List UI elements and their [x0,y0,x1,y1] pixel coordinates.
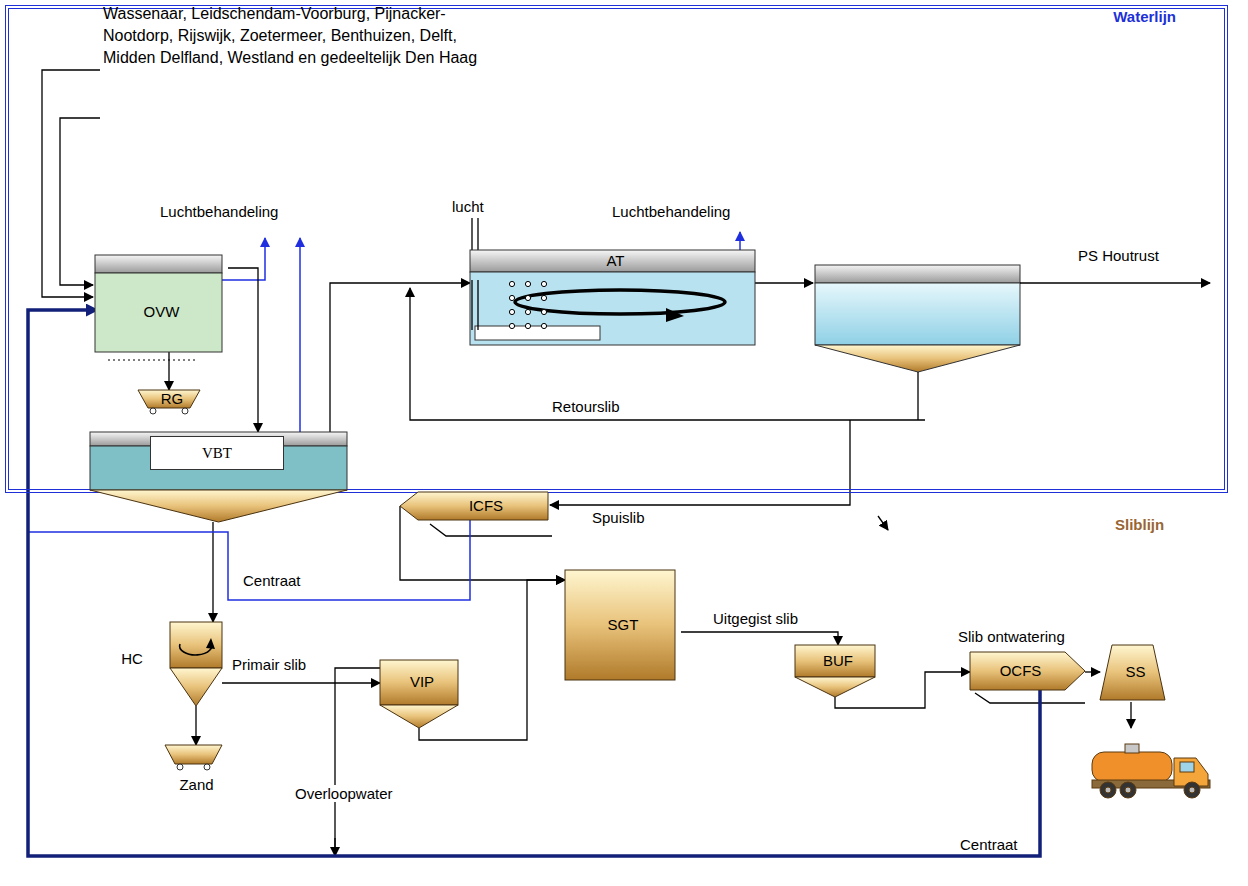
node-label: ICFS [418,492,554,520]
air-pipes-part [471,218,472,250]
source-list: Wassenaar, Leidschendam-Voorburg, Pijnac… [103,3,501,69]
water-lines-part [755,282,813,283]
container: Zand [165,745,222,770]
flow-connector [330,283,470,432]
flow-connector [222,682,380,683]
water-lines-part [878,516,888,530]
tanker-truck-part [1189,787,1195,793]
water-lines [335,283,1210,856]
flow-label: lucht [452,198,484,215]
clarifier-part [815,265,1020,283]
tanker-truck-part [1120,782,1136,798]
air-pipes-part [477,218,478,250]
inflow-lines [42,70,100,297]
flow-label: Primair slib [232,656,306,673]
clarifier-part [815,283,1020,345]
node-label: OVW [95,273,228,352]
waterline-band: WaterlijnOVW RG VBT AT [5,5,1228,493]
clarifier [815,265,1020,372]
node-label: VIP [380,660,464,705]
clarifier-part [815,345,1020,372]
flow-connector [212,522,213,622]
tanker-truck-part [1105,787,1111,793]
water-lines-part [430,524,552,536]
tanker-truck-part [1125,744,1139,753]
air-treatment-lines-part [299,238,301,432]
tank: OVW [95,255,228,352]
node-label: AT [470,250,761,272]
flow-connector [168,352,169,390]
centrifuge: OCFS [970,652,1085,690]
node-label: OCFS [970,652,1071,690]
flow-connector [28,310,1040,856]
flow-connector [228,268,258,432]
tanker-truck-part [1092,752,1172,782]
aeration-tank: AT [470,250,761,345]
flow-connector [28,310,470,600]
screen-dotted-line [108,360,198,361]
buffer-tank: BUF [795,645,881,697]
tanker-truck-part [1184,782,1200,798]
node-label: RG [138,390,206,408]
node-outline [170,622,222,706]
water-lines-part [1020,282,1210,283]
water-lines-part [917,372,918,420]
sludge-silo: SS [1100,645,1171,700]
flow-label: Spuislib [592,509,645,526]
node-label: SGT [565,570,681,680]
flow-label: Overloopwater [293,785,395,802]
flow-label: Slib ontwatering [958,628,1065,645]
tanker-truck-part [1180,762,1194,772]
inflow-lines-part [60,118,100,285]
node-outline [165,745,222,770]
tanker-truck-part [1100,782,1116,798]
node-label: HC [104,648,160,670]
node-label: Zand [155,775,238,795]
air-treatment-lines-part [739,232,741,250]
node-label: SS [1100,645,1171,700]
air-pipes [472,218,478,250]
region-title: Waterlijn [1109,9,1180,26]
flow-label: Retourslib [552,398,620,415]
tanker-truck-part [1125,787,1131,793]
flow-label: Luchtbehandeling [160,203,278,220]
node-outline [380,660,458,728]
node-label: VBT [150,436,284,470]
hydrocyclone: HC [170,622,222,706]
digester: SGT [565,570,681,680]
water-lines-part [1130,702,1131,728]
water-lines-part [975,693,1085,703]
flow-label: Sliblijn [1115,516,1164,533]
flow-connector [1085,671,1100,672]
centrifuge: ICFS [400,492,554,520]
flow-label: Centraat [243,572,301,589]
container: RG [138,390,206,414]
settling-tank: VBT [90,432,347,522]
flow-label: Uitgegist slib [713,610,798,627]
flow-label: Luchtbehandeling [612,203,730,220]
flow-connector [681,632,838,645]
flow-label: PS Houtrust [1078,247,1159,264]
flow-connector [28,310,380,856]
tanker-truck [1092,744,1210,798]
inflow-lines-part [42,70,100,297]
flow-connector [195,706,196,745]
thickener: VIP [380,660,464,728]
flow-label: Centraat [960,836,1018,853]
node-label: BUF [795,645,881,677]
